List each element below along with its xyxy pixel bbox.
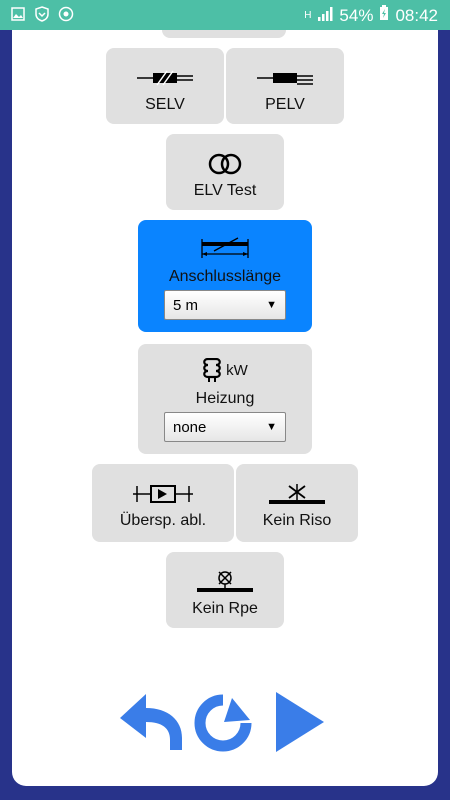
battery-charging-icon (379, 5, 389, 26)
elv-test-button[interactable]: ELV Test (166, 134, 284, 210)
gallery-icon (10, 6, 26, 22)
no-rpe-icon (197, 570, 253, 594)
elv-test-label: ELV Test (193, 182, 257, 199)
pelv-icon (257, 66, 313, 90)
play-icon (276, 692, 324, 752)
signal-icon (317, 6, 333, 26)
partial-top-button[interactable] (162, 30, 286, 38)
cable-length-icon (198, 236, 252, 260)
heizung-button[interactable]: kW Heizung none ▼ (138, 344, 312, 454)
status-bar: H 54% 08:42 (0, 0, 450, 30)
refresh-icon (194, 694, 252, 752)
kein-riso-button[interactable]: Kein Riso (236, 464, 358, 542)
main-panel: SELV PELV ELV Test (12, 30, 438, 786)
pelv-label: PELV (265, 96, 305, 113)
anschlusslaenge-value: 5 m (173, 296, 199, 314)
transformer-icon (206, 152, 244, 176)
selv-icon (137, 66, 193, 90)
network-type: H (304, 10, 312, 21)
play-button[interactable] (274, 690, 326, 759)
back-arrow-icon (120, 694, 182, 750)
anschlusslaenge-select[interactable]: 5 m ▼ (164, 290, 286, 320)
selv-button[interactable]: SELV (106, 48, 224, 124)
power-icon (58, 6, 74, 22)
refresh-button[interactable] (194, 694, 252, 757)
shield-icon (34, 6, 50, 22)
back-button[interactable] (116, 690, 186, 759)
pelv-button[interactable]: PELV (226, 48, 344, 124)
ueberspannung-button[interactable]: Übersp. abl. (92, 464, 234, 542)
dropdown-arrow-icon: ▼ (266, 421, 277, 433)
surge-arrester-icon (133, 482, 193, 506)
no-riso-icon (269, 482, 325, 506)
kein-riso-label: Kein Riso (262, 512, 332, 529)
kein-rpe-label: Kein Rpe (192, 600, 258, 617)
kein-rpe-button[interactable]: Kein Rpe (166, 552, 284, 628)
selv-label: SELV (145, 96, 185, 113)
heater-icon: kW (202, 358, 248, 382)
anschlusslaenge-label: Anschlusslänge (168, 268, 282, 285)
battery-level: 54% (339, 5, 374, 25)
heizung-value: none (173, 418, 207, 436)
heizung-unit: kW (226, 361, 248, 379)
ueberspannung-label: Übersp. abl. (119, 512, 207, 529)
heizung-select[interactable]: none ▼ (164, 412, 286, 442)
clock: 08:42 (395, 5, 438, 25)
heizung-label: Heizung (195, 390, 255, 407)
dropdown-arrow-icon: ▼ (266, 299, 277, 311)
anschlusslaenge-button[interactable]: Anschlusslänge 5 m ▼ (138, 220, 312, 332)
